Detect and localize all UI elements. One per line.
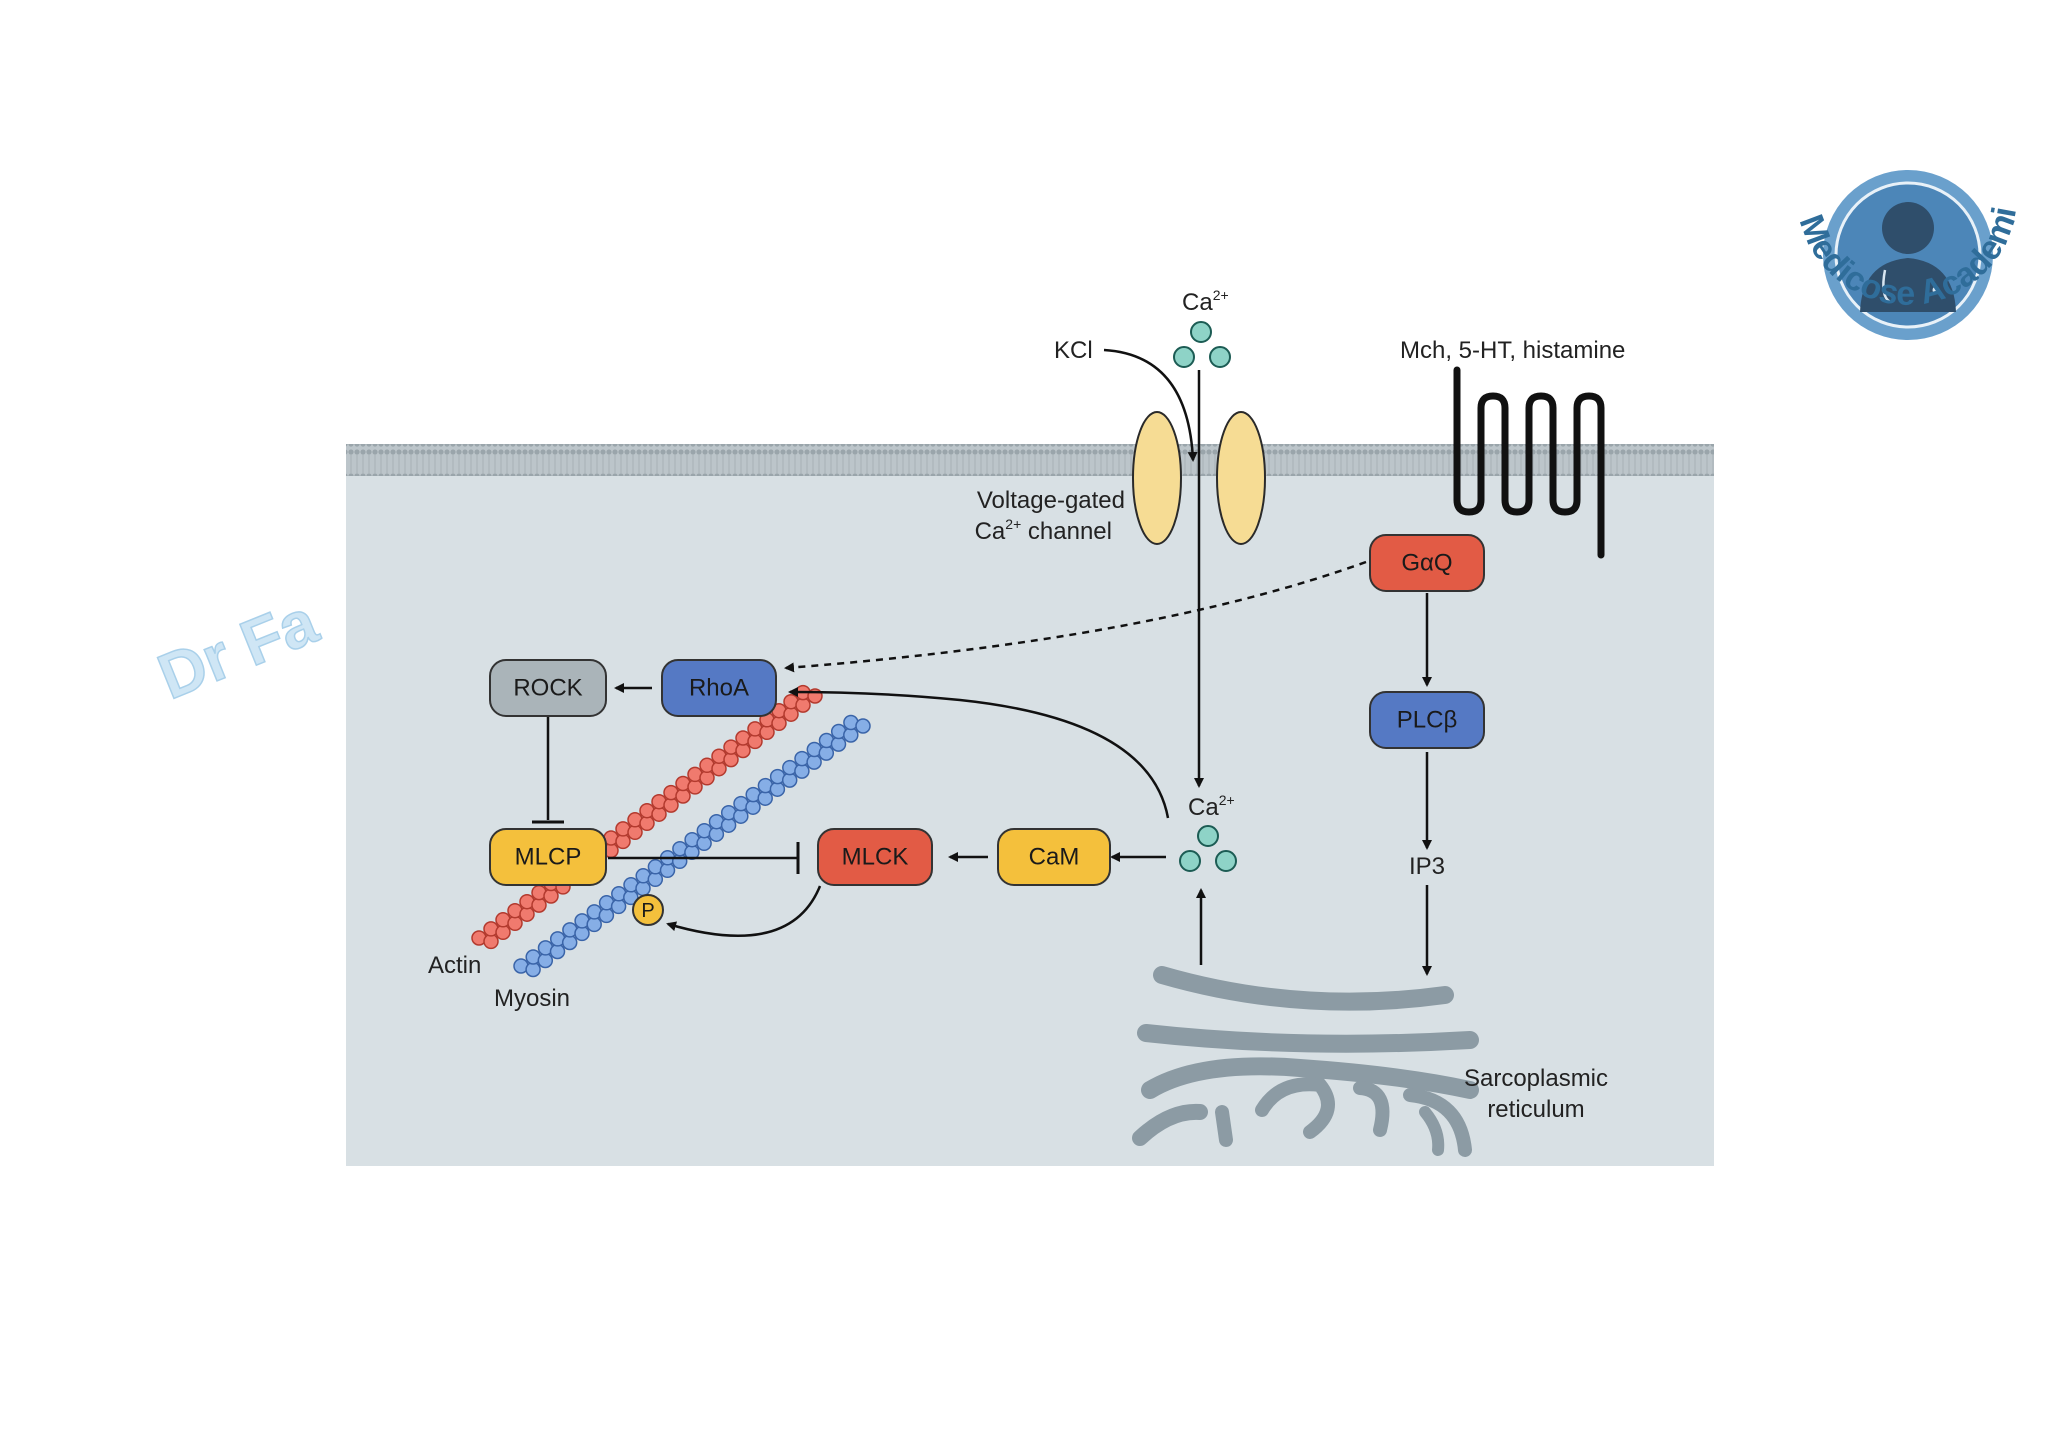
node-cam: CaM [997, 828, 1111, 886]
svg-text:ROCK: ROCK [513, 675, 582, 702]
svg-text:GαQ: GαQ [1401, 550, 1452, 577]
node-mlcp: MLCP [489, 828, 607, 886]
node-mlck: MLCK [817, 828, 933, 886]
svg-text:P: P [641, 900, 654, 922]
svg-text:CaM: CaM [1029, 844, 1080, 871]
intracellular-ca-ions [1179, 825, 1237, 872]
channel-label-2: Ca2+ channel [975, 516, 1112, 545]
extracellular-ca-ions [1173, 321, 1231, 368]
logo-text: Medicose Academics [0, 0, 2024, 313]
phosphate-group: P [632, 894, 664, 926]
myosin-filament [513, 714, 871, 978]
node-rhoa: RhoA [661, 659, 777, 717]
node-rock: ROCK [489, 659, 607, 717]
plasma-membrane [346, 444, 1714, 476]
receptor-ligands-label: Mch, 5-HT, histamine [1400, 337, 1625, 364]
node-plcb: PLCβ [1369, 691, 1485, 749]
ca-inner-label: Ca2+ [1188, 792, 1235, 821]
channel-label: Voltage-gated [977, 487, 1125, 514]
myosin-label: Myosin [494, 985, 570, 1012]
sarcoplasmic-reticulum [1132, 966, 1479, 1157]
voltage-gated-ca-channel [1132, 411, 1266, 545]
sr-label-2: reticulum [1487, 1096, 1584, 1123]
actin-label: Actin [428, 952, 481, 979]
ca-outer-label: Ca2+ [1182, 287, 1229, 316]
svg-text:MLCP: MLCP [515, 844, 582, 871]
node-gaq: GαQ [1369, 534, 1485, 592]
gpcr-receptor [1453, 366, 1605, 559]
medicose-academics-logo: Medicose Academics [0, 0, 2024, 340]
pathway-arrows [532, 348, 1432, 976]
svg-text:MLCK: MLCK [842, 844, 909, 871]
svg-text:PLCβ: PLCβ [1397, 707, 1458, 734]
watermark-text: Dr Fa [148, 585, 327, 713]
sr-label-1: Sarcoplasmic [1464, 1065, 1608, 1092]
ip3-label: IP3 [1409, 853, 1445, 880]
kcl-label: KCl [1054, 337, 1093, 364]
svg-text:RhoA: RhoA [689, 675, 749, 702]
cytoplasm [346, 444, 1714, 1166]
